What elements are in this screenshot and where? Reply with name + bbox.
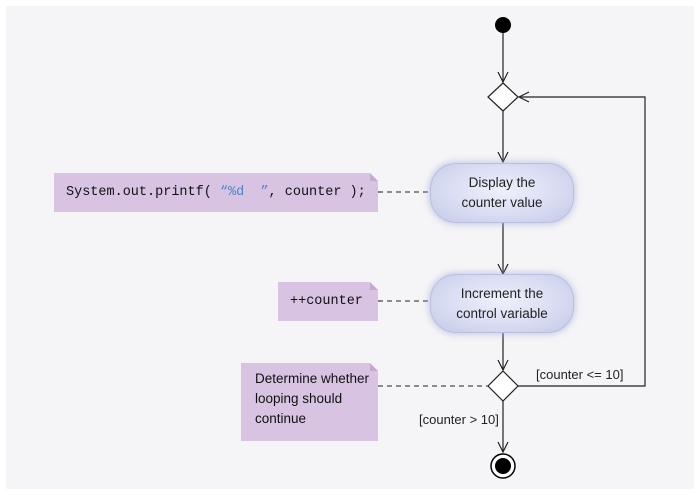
- note-decision-line3: continue: [255, 411, 307, 426]
- activity-diagram: Display the counter value Increment the …: [6, 6, 694, 489]
- merge-node: [487, 82, 519, 112]
- note-fold: [370, 363, 378, 371]
- note-fold: [370, 173, 378, 181]
- action-display-line1: Display the: [468, 175, 536, 190]
- decision-node: [487, 370, 519, 402]
- guard-exit: [counter > 10]: [419, 412, 499, 427]
- guard-loop: [counter <= 10]: [536, 367, 624, 382]
- action-increment-line2: control variable: [456, 305, 548, 321]
- note-increment: ++counter: [278, 282, 378, 321]
- final-node-dot: [495, 458, 511, 474]
- note-printf-suffix: , counter );: [268, 185, 366, 200]
- action-increment-counter: Increment the control variable: [430, 274, 574, 333]
- note-increment-text: ++counter: [290, 294, 363, 309]
- flow-loop-back: [518, 97, 646, 387]
- action-display-line2: counter value: [461, 195, 543, 210]
- note-fold: [370, 282, 378, 290]
- action-increment-line1: Increment the: [460, 285, 544, 301]
- note-printf-format: “%d ”: [219, 185, 269, 200]
- initial-node: [495, 17, 511, 33]
- note-decision-line1: Determine whether: [255, 371, 370, 386]
- note-decision-line2: looping should: [255, 391, 343, 406]
- note-decision: Determine whether looping should continu…: [241, 363, 378, 441]
- note-printf: System.out.printf( “%d ”, counter );: [54, 173, 378, 212]
- note-printf-prefix: System.out.printf(: [66, 185, 220, 200]
- flow-connectors: [378, 17, 646, 479]
- action-display-counter: Display the counter value: [430, 163, 574, 223]
